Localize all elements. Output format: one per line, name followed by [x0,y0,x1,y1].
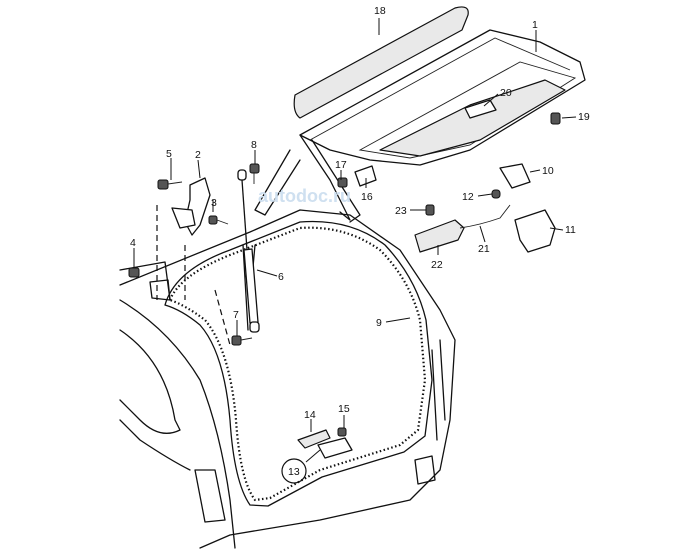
callout-5[interactable]: 5 [166,148,172,160]
bracket-16 [354,165,377,187]
callout-17[interactable]: 17 [335,159,347,171]
callout-16[interactable]: 16 [361,191,373,203]
spoiler [293,6,469,119]
callout-3[interactable]: 3 [211,197,217,209]
hinge [171,177,211,236]
callout-2[interactable]: 2 [195,149,201,161]
callout-9[interactable]: 9 [376,317,382,329]
callout-7[interactable]: 7 [233,309,239,321]
leader-lines [133,18,577,463]
callout-13-highlight [281,458,307,484]
callout-6[interactable]: 6 [278,271,284,283]
callout-11[interactable]: 11 [565,224,576,236]
callout-12[interactable]: 12 [462,191,474,203]
latch-assembly [414,163,556,253]
gas-strut [237,169,260,333]
callout-18[interactable]: 18 [374,5,386,17]
callout-23[interactable]: 23 [395,205,407,217]
tailgate [254,29,586,223]
car-body [119,209,456,549]
callout-8[interactable]: 8 [251,139,257,151]
assembly-guides [156,205,231,346]
callout-22[interactable]: 22 [431,259,443,271]
callout-13[interactable]: 13 [288,466,300,478]
callout-20[interactable]: 20 [500,87,512,99]
tailgate-seal [164,220,433,507]
striker-assembly [297,429,353,459]
fasteners [128,112,561,437]
callout-14[interactable]: 14 [304,409,316,421]
callout-4[interactable]: 4 [130,237,136,249]
callout-21[interactable]: 21 [478,243,490,255]
callout-15[interactable]: 15 [338,403,350,415]
watermark: autodoc.ru [258,186,351,206]
callout-10[interactable]: 10 [542,165,554,177]
callout-19[interactable]: 19 [578,111,590,123]
callout-1[interactable]: 1 [532,19,538,31]
callouts: 18 1 20 19 8 5 2 17 10 16 12 3 23 11 21 … [130,5,590,478]
